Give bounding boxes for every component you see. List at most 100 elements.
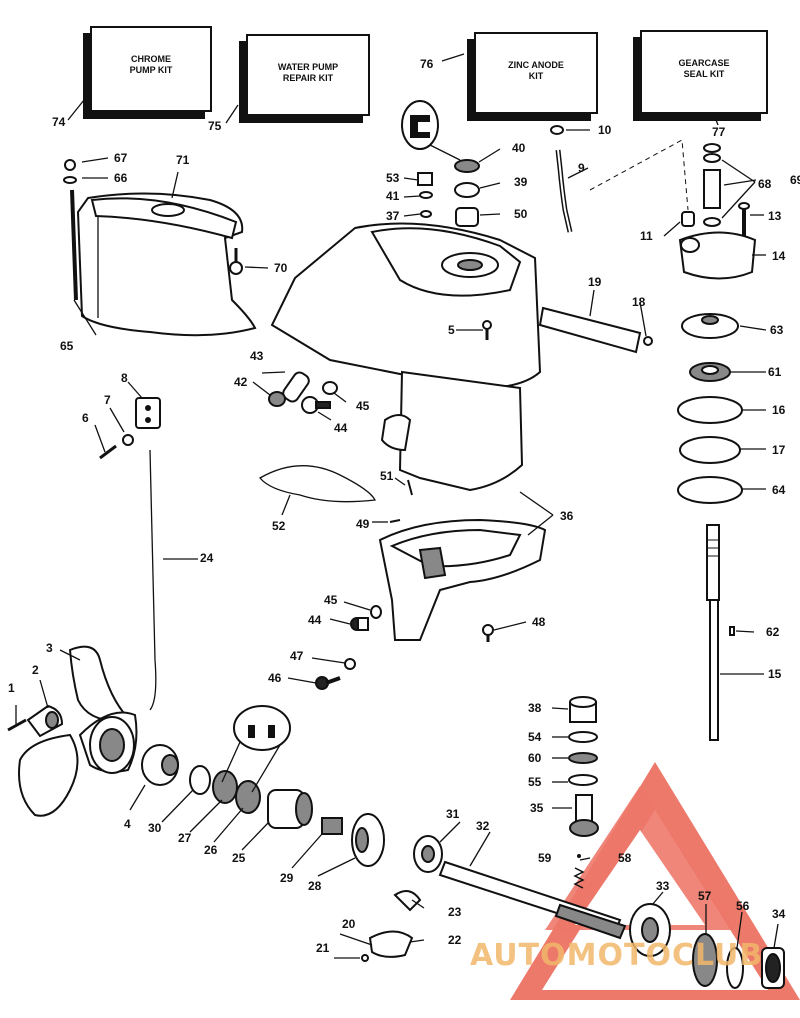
- callout-62: 62: [766, 625, 780, 639]
- washer-57: [692, 933, 718, 987]
- washer-60: [568, 752, 598, 764]
- screw-46: [315, 676, 341, 690]
- callout-48: 48: [532, 615, 546, 629]
- washer-45: [322, 381, 338, 395]
- washer-37: [420, 210, 432, 218]
- callout-16: 16: [772, 403, 786, 417]
- seal-53: [417, 172, 433, 186]
- callout-77: 77: [712, 125, 726, 139]
- callout-41: 41: [386, 189, 400, 203]
- callout-17: 17: [772, 443, 786, 457]
- screw-70: [229, 248, 243, 275]
- screw-44: [301, 396, 331, 414]
- callout-50: 50: [514, 207, 528, 221]
- grommet-11: [681, 211, 695, 227]
- stud-65: [70, 189, 78, 301]
- pin-21: [361, 954, 369, 962]
- shift-lever-23: [393, 890, 422, 912]
- callout-57: 57: [698, 889, 712, 903]
- gasket-64: [677, 476, 743, 504]
- kit-box-water-pump-repair: WATER PUMP REPAIR KIT: [246, 34, 370, 116]
- washer-56: [726, 947, 744, 989]
- callout-32: 32: [476, 819, 490, 833]
- callout-5: 5: [448, 323, 455, 337]
- seal-40: [454, 159, 480, 173]
- callout-2: 2: [32, 663, 39, 677]
- o-rings-69: [703, 143, 721, 153]
- drive-shaft-15: [706, 524, 720, 741]
- seal-detail-inset: [221, 705, 291, 793]
- callout-25: 25: [232, 851, 246, 865]
- callout-18: 18: [632, 295, 646, 309]
- callout-29: 29: [280, 871, 294, 885]
- callout-34: 34: [772, 907, 786, 921]
- callout-30: 30: [148, 821, 162, 835]
- callout-6: 6: [82, 411, 89, 425]
- prop-shaft-32: [438, 860, 627, 940]
- plate-17: [679, 436, 741, 464]
- callout-19: 19: [588, 275, 602, 289]
- callout-65: 65: [60, 339, 74, 353]
- washer-41: [419, 191, 433, 199]
- callout-60: 60: [528, 751, 542, 765]
- callout-22: 22: [448, 933, 462, 947]
- callout-46: 46: [268, 671, 282, 685]
- callout-27: 27: [178, 831, 192, 845]
- plug-42: [268, 391, 286, 407]
- kit-label: WATER PUMP REPAIR KIT: [277, 62, 339, 83]
- callout-21: 21: [316, 941, 330, 955]
- callout-26: 26: [204, 843, 218, 857]
- seal-detail-inset-top: [401, 100, 461, 161]
- callout-56: 56: [736, 899, 750, 913]
- cotter-pin-1: [7, 718, 27, 732]
- callout-61: 61: [768, 365, 782, 379]
- spring-59-58: [573, 854, 585, 889]
- callout-20: 20: [342, 917, 356, 931]
- pin-43: [282, 371, 310, 403]
- screw-13: [738, 202, 750, 240]
- leader-lines: [15, 53, 779, 959]
- callout-3: 3: [46, 641, 53, 655]
- callout-7: 7: [104, 393, 111, 407]
- callout-36: 36: [560, 509, 574, 523]
- kit-box-zinc-anode: ZINC ANODE KIT: [474, 32, 598, 114]
- propeller: [18, 645, 138, 817]
- callout-11: 11: [640, 229, 653, 243]
- pin-62: [729, 626, 735, 636]
- screw-5: [482, 320, 492, 340]
- pin-51: [407, 479, 413, 496]
- tube-68: [703, 153, 721, 227]
- nut-67-washer-66: [63, 159, 77, 184]
- callout-28: 28: [308, 879, 322, 893]
- callout-labels: 1234567891011131415161718192021222324252…: [8, 57, 800, 955]
- callout-64: 64: [772, 483, 786, 497]
- bearing-38: [569, 696, 597, 723]
- exhaust-housing: [76, 192, 257, 337]
- callout-13: 13: [768, 209, 782, 223]
- screw-47: [344, 658, 356, 670]
- seal-27: [212, 770, 238, 804]
- callout-1: 1: [8, 681, 15, 695]
- grommet-10: [550, 125, 564, 135]
- kit-label: CHROME PUMP KIT: [129, 54, 173, 75]
- screw-18: [643, 336, 653, 346]
- thrust-washer-4: [141, 744, 179, 786]
- callout-4: 4: [124, 817, 131, 831]
- callout-39: 39: [514, 175, 528, 189]
- impeller-61: [689, 362, 731, 382]
- callout-44: 44: [334, 421, 348, 435]
- callout-68: 68: [758, 177, 772, 191]
- callout-14: 14: [772, 249, 786, 263]
- prop-nut-2: [26, 704, 64, 738]
- callout-15: 15: [768, 667, 782, 681]
- washer-55: [568, 774, 598, 786]
- clutch-31: [413, 835, 443, 873]
- callout-59: 59: [538, 851, 552, 865]
- bushing-50: [455, 207, 479, 227]
- seal-39: [454, 182, 480, 198]
- bearing-housing-25: [267, 789, 313, 829]
- callout-45: 45: [324, 593, 338, 607]
- gasket-52: [259, 465, 376, 503]
- callout-58: 58: [618, 851, 632, 865]
